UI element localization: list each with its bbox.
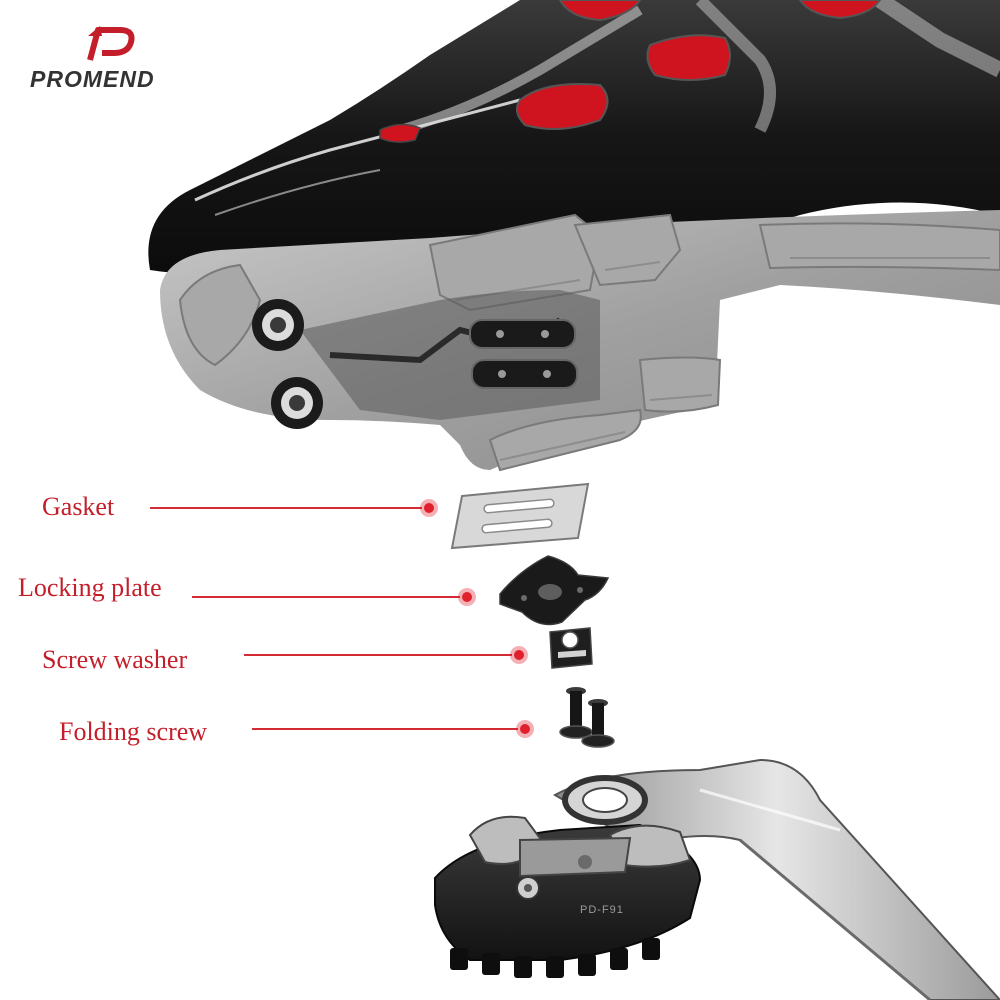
toe-studs: [252, 299, 323, 429]
leader-screw-washer: [244, 646, 528, 664]
locking-plate-part: [499, 555, 610, 626]
pedal-model-label: PD-F91: [580, 904, 624, 916]
folding-screw-part: [559, 687, 615, 748]
screw-washer-part: [549, 627, 593, 669]
leader-locking-plate: [192, 588, 476, 606]
label-gasket: Gasket: [42, 492, 115, 521]
pedal-clip-mechanism: [468, 815, 692, 900]
red-vent-group: [379, 0, 882, 143]
label-folding-screw: Folding screw: [59, 717, 208, 746]
label-locking-plate: Locking plate: [18, 573, 162, 602]
gasket-part: [450, 482, 590, 550]
logo-mark-icon: [87, 26, 135, 61]
brand-logo: PROMEND: [28, 22, 203, 92]
brand-wordmark: PROMEND: [30, 66, 155, 92]
leader-gasket: [150, 499, 438, 517]
label-screw-washer: Screw washer: [42, 645, 188, 674]
cleat-slots: [469, 319, 578, 389]
leader-folding-screw: [252, 720, 534, 738]
